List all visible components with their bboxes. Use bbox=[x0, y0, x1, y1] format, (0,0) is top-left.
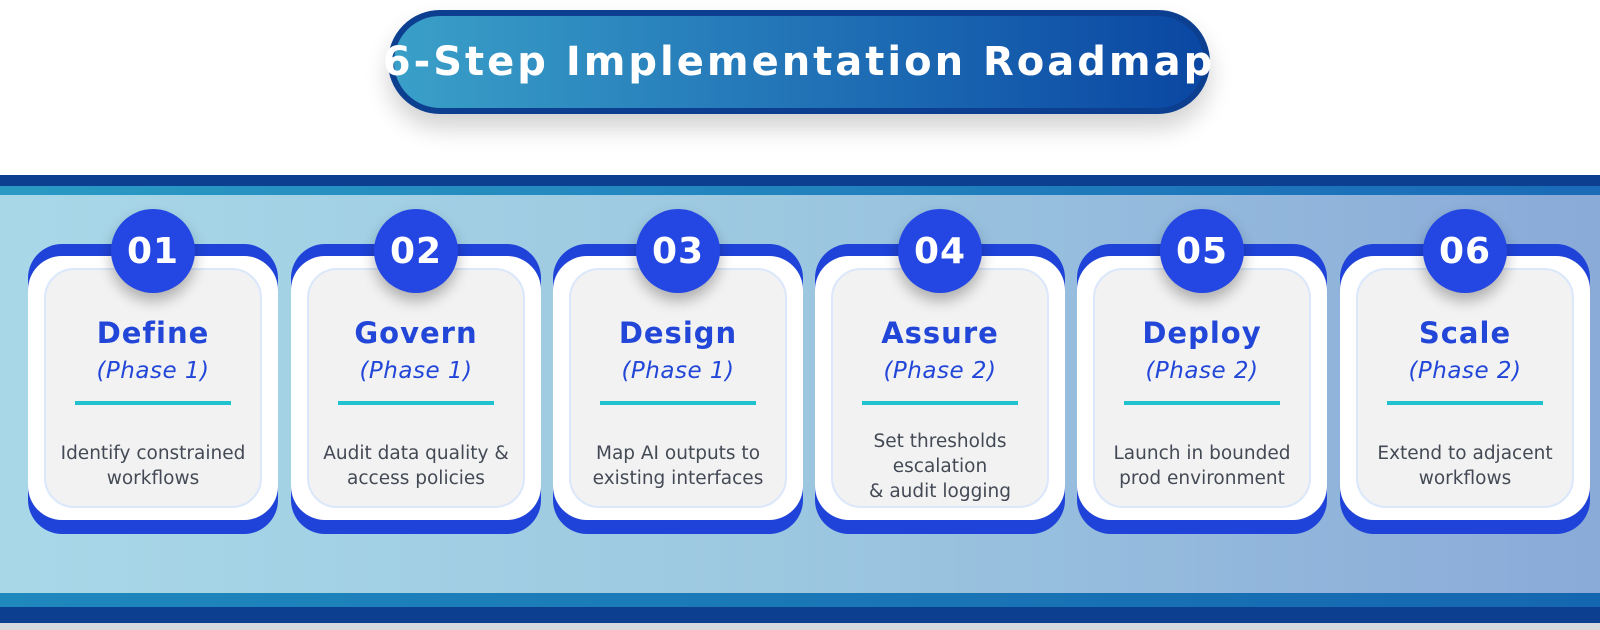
band-top-stripe bbox=[0, 186, 1600, 195]
step-description: Set thresholds escalation & audit loggin… bbox=[869, 430, 1011, 502]
step-number-badge: 05 bbox=[1160, 209, 1244, 293]
step-number-badge: 01 bbox=[111, 209, 195, 293]
page-title: 6-Step Implementation Roadmap bbox=[382, 39, 1216, 85]
step-phase: (Phase 1) bbox=[359, 358, 473, 384]
band-bottom-stripe bbox=[0, 593, 1600, 607]
step-card-panel bbox=[831, 268, 1049, 508]
step-phase: (Phase 2) bbox=[883, 358, 997, 384]
step-phase: (Phase 1) bbox=[96, 358, 210, 384]
step-title: Design bbox=[618, 316, 738, 350]
step-number-badge: 04 bbox=[898, 209, 982, 293]
step-divider bbox=[1387, 401, 1543, 405]
step-card-scale: 06 Scale (Phase 2) Extend to adjacent wo… bbox=[1340, 208, 1590, 534]
step-phase: (Phase 2) bbox=[1408, 358, 1522, 384]
step-title: Define bbox=[96, 316, 210, 350]
step-divider bbox=[338, 401, 494, 405]
step-number-badge: 06 bbox=[1423, 209, 1507, 293]
step-description: Launch in bounded prod environment bbox=[1113, 443, 1291, 489]
step-divider bbox=[75, 401, 231, 405]
step-card-assure: 04 Assure (Phase 2) Set thresholds escal… bbox=[815, 208, 1065, 534]
step-card-panel bbox=[1356, 268, 1574, 508]
step-title: Scale bbox=[1418, 316, 1512, 350]
step-description: Map AI outputs to existing interfaces bbox=[592, 443, 764, 489]
step-title: Assure bbox=[881, 316, 999, 350]
step-card-define: 01 Define (Phase 1) Identify constrained… bbox=[28, 208, 278, 534]
title-banner: 6-Step Implementation Roadmap bbox=[383, 10, 1212, 114]
step-card-panel bbox=[569, 268, 787, 508]
step-description: Audit data quality & access policies bbox=[323, 443, 509, 489]
step-phase: (Phase 2) bbox=[1145, 358, 1259, 384]
step-title: Deploy bbox=[1142, 316, 1262, 350]
step-title: Govern bbox=[354, 316, 478, 350]
step-phase: (Phase 1) bbox=[621, 358, 735, 384]
step-description: Identify constrained workflows bbox=[60, 443, 246, 489]
step-card-panel bbox=[44, 268, 262, 508]
step-card-panel bbox=[307, 268, 525, 508]
band-bottom-border bbox=[0, 607, 1600, 623]
step-description: Extend to adjacent workflows bbox=[1377, 443, 1553, 489]
step-card-deploy: 05 Deploy (Phase 2) Launch in bounded pr… bbox=[1077, 208, 1327, 534]
step-card-panel bbox=[1093, 268, 1311, 508]
step-card-govern: 02 Govern (Phase 1) Audit data quality &… bbox=[291, 208, 541, 534]
step-number-badge: 02 bbox=[374, 209, 458, 293]
step-divider bbox=[1124, 401, 1280, 405]
step-divider bbox=[600, 401, 756, 405]
step-number-badge: 03 bbox=[636, 209, 720, 293]
step-card-design: 03 Design (Phase 1) Map AI outputs to ex… bbox=[553, 208, 803, 534]
step-divider bbox=[862, 401, 1018, 405]
band-base-line bbox=[0, 623, 1600, 630]
band-top-border bbox=[0, 175, 1600, 186]
